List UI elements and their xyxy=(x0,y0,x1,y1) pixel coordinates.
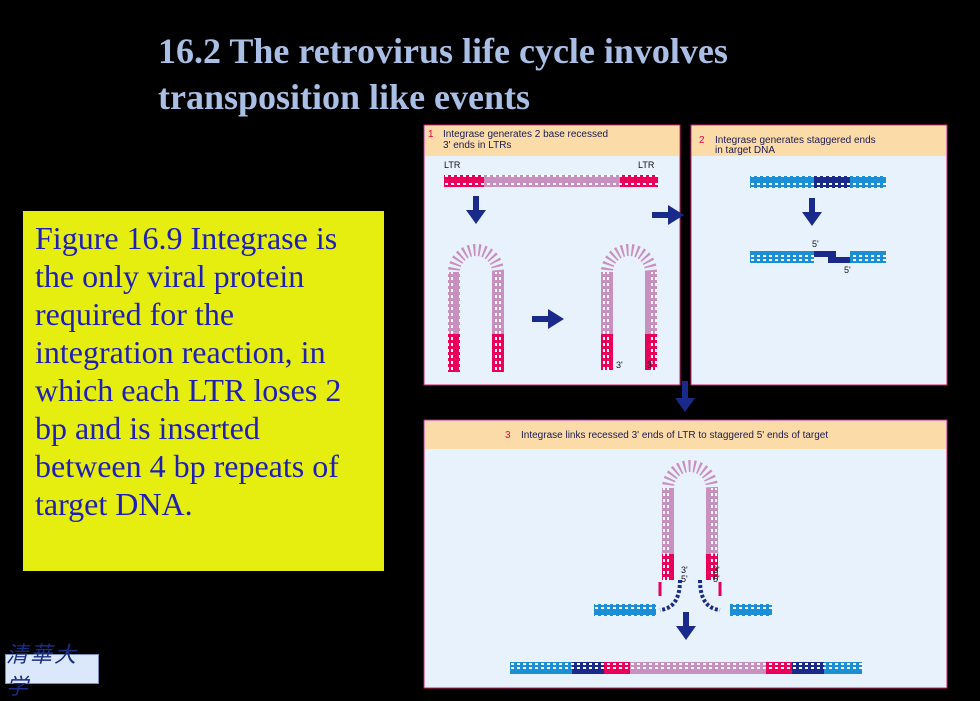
title-line-1: 16.2 The retrovirus life cycle involves xyxy=(158,31,728,71)
three-prime-label-1: 3' xyxy=(616,360,623,370)
panel-3-title: Integrase links recessed 3' ends of LTR … xyxy=(521,430,828,441)
five-prime-label-1: 5' xyxy=(812,239,819,249)
page-title: 16.2 The retrovirus life cycle involves … xyxy=(158,28,958,120)
title-line-2: transposition like events xyxy=(158,77,531,117)
host-dna-left xyxy=(510,662,572,674)
cut-target-right xyxy=(850,251,886,263)
stagger-top xyxy=(814,251,836,257)
panel-3-number: 3 xyxy=(505,430,511,441)
ltr-label-left: LTR xyxy=(444,160,461,170)
panel-3-frame xyxy=(423,419,948,689)
five-prime-label-4: 5' xyxy=(713,574,720,584)
target-flank-left xyxy=(594,604,656,616)
panel-2-title-line-2: in target DNA xyxy=(715,145,775,156)
panel-1-header xyxy=(425,126,679,156)
ltr-integrated-right xyxy=(766,662,792,674)
host-dna-right xyxy=(824,662,862,674)
repeat-right xyxy=(792,662,824,674)
cut-target-left xyxy=(750,251,814,263)
three-prime-label-4: 3' xyxy=(713,565,720,575)
figure-caption: Figure 16.9 Integrase is the only viral … xyxy=(23,211,384,571)
arrow-right-icon xyxy=(532,309,564,329)
panel-1-number: 1 xyxy=(428,129,434,140)
five-prime-label-2: 5' xyxy=(844,265,851,275)
target-dna-right xyxy=(850,176,886,188)
ltr-label-right: LTR xyxy=(638,160,655,170)
panel-2-header xyxy=(692,126,946,156)
panel-1-title-line-2: 3' ends in LTRs xyxy=(443,140,511,151)
panel-1: 1 Integrase generates 2 base recessed 3'… xyxy=(423,124,681,386)
target-dna-left xyxy=(750,176,814,188)
viral-dna-segment xyxy=(484,175,620,187)
five-prime-label-3: 5' xyxy=(681,574,688,584)
target-site xyxy=(814,176,850,188)
arrow-down-icon xyxy=(466,196,486,224)
stagger-bottom xyxy=(828,257,850,263)
arrow-down-icon-2 xyxy=(802,198,822,226)
ltr-segment-left xyxy=(444,175,484,187)
panel-2-title-line-1: Integrase generates staggered ends xyxy=(715,135,876,146)
provirus-body xyxy=(630,662,766,674)
arrow-down-icon-3 xyxy=(675,381,695,412)
arrow-right-icon-2 xyxy=(652,205,684,225)
repeat-left xyxy=(572,662,604,674)
viral-dna-loop-after xyxy=(601,244,657,370)
three-prime-label-3: 3' xyxy=(681,565,688,575)
panel-1-title-line-1: Integrase generates 2 base recessed xyxy=(443,129,608,140)
three-prime-label-2: 3' xyxy=(647,360,654,370)
ltr-segment-right xyxy=(620,175,658,187)
viral-dna-loop-before xyxy=(448,244,504,372)
integration-intermediate xyxy=(658,460,722,612)
panel-2: 2 Integrase generates staggered ends in … xyxy=(690,124,948,386)
panel-2-number: 2 xyxy=(699,135,705,146)
arrow-down-icon-4 xyxy=(676,612,696,640)
target-flank-right xyxy=(730,604,772,616)
ltr-integrated-left xyxy=(604,662,630,674)
panel-3-header xyxy=(425,421,946,449)
panel-3: 3 Integrase links recessed 3' ends of LT… xyxy=(423,419,948,689)
